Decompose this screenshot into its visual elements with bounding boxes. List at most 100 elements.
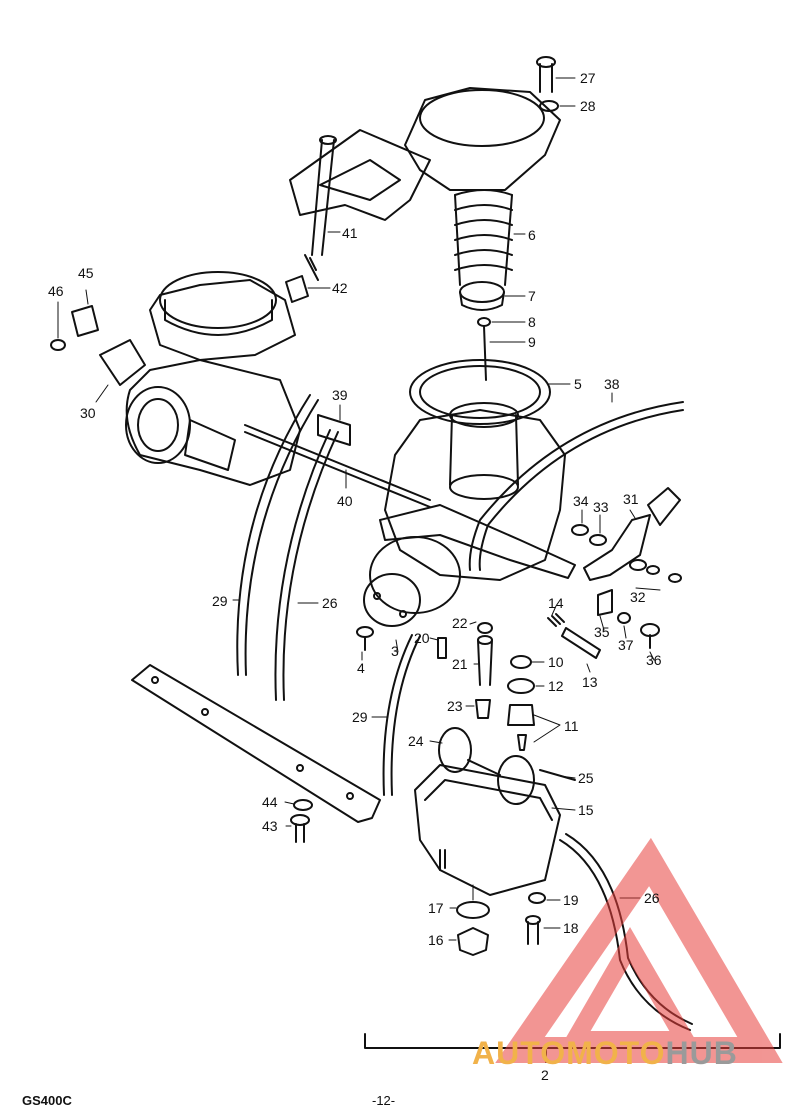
watermark-triangle-logo — [495, 837, 783, 1063]
screw-43 — [290, 814, 310, 843]
washer-10 — [510, 655, 532, 669]
callout-19: 19 — [563, 892, 579, 908]
throttle-shaft-41 — [304, 135, 337, 281]
callout-4: 4 — [357, 660, 365, 676]
spring-6 — [454, 189, 513, 286]
watermark-hub: HUB — [665, 1035, 738, 1071]
watermark-wordmark: AUTOMOTOHUB — [472, 1035, 792, 1085]
callout-26-right: 26 — [644, 890, 660, 906]
screw-13 — [561, 627, 601, 659]
callout-10: 10 — [548, 654, 564, 670]
screw-46 — [50, 339, 66, 351]
watermark-moto: MOTO — [566, 1035, 666, 1071]
right-carburetor-body — [363, 402, 576, 627]
callout-39: 39 — [332, 387, 348, 403]
callout-5: 5 — [574, 376, 582, 392]
bracket-45 — [71, 305, 99, 337]
callout-12: 12 — [548, 678, 564, 694]
left-carburetor-body — [99, 339, 301, 486]
jet-needle-9 — [483, 325, 487, 381]
screw-18 — [525, 915, 541, 945]
callout-7: 7 — [528, 288, 536, 304]
nut-42 — [285, 275, 309, 303]
callout-14: 14 — [548, 595, 564, 611]
top-bracket-plate — [289, 129, 431, 221]
left-carburetor-top-cap — [149, 271, 296, 361]
callout-labels: 27 28 41 6 45 46 42 7 8 9 5 38 30 39 40 … — [48, 70, 662, 1083]
callout-36: 36 — [646, 652, 662, 668]
screw-4 — [356, 626, 374, 651]
tube-29-left — [236, 394, 319, 676]
washer-44 — [293, 799, 313, 811]
o-ring-12 — [507, 678, 535, 694]
callout-29-center: 29 — [352, 709, 368, 725]
callout-22: 22 — [452, 615, 468, 631]
callout-25: 25 — [578, 770, 594, 786]
callout-26-left: 26 — [322, 595, 338, 611]
callout-29-left: 29 — [212, 593, 228, 609]
main-jet-11 — [507, 704, 535, 751]
tube-38 — [468, 401, 684, 571]
callout-23: 23 — [447, 698, 463, 714]
callout-21: 21 — [452, 656, 468, 672]
top-cap-right — [404, 87, 561, 191]
bracket-35 — [597, 589, 613, 616]
callout-44: 44 — [262, 794, 278, 810]
washer-37 — [617, 612, 631, 624]
tube-29-center — [382, 634, 421, 796]
pilot-jet-23 — [475, 699, 491, 719]
callout-3: 3 — [391, 643, 399, 659]
callout-37: 37 — [618, 637, 634, 653]
needle-clip-8 — [477, 317, 491, 327]
callout-24: 24 — [408, 733, 424, 749]
float-24 — [438, 727, 535, 805]
callout-16: 16 — [428, 932, 444, 948]
callout-45: 45 — [78, 265, 94, 281]
fitting-39 — [317, 414, 351, 446]
callout-46: 46 — [48, 283, 64, 299]
callout-30: 30 — [80, 405, 96, 421]
callout-11: 11 — [564, 718, 579, 734]
callout-2: 2 — [541, 1067, 549, 1083]
callout-34: 34 — [573, 493, 589, 509]
float-bowl-15 — [414, 764, 561, 896]
diaphragm-5 — [409, 359, 551, 425]
screw-27 — [536, 56, 556, 93]
callout-8: 8 — [528, 314, 536, 330]
callout-31: 31 — [623, 491, 639, 507]
callout-43: 43 — [262, 818, 278, 834]
pin-25 — [539, 769, 576, 781]
tube-26-left — [274, 429, 339, 701]
callout-32: 32 — [630, 589, 646, 605]
watermark-auto: AUTO — [472, 1035, 567, 1071]
connecting-shaft-40 — [244, 424, 431, 508]
mounting-plate — [131, 664, 381, 823]
callout-38: 38 — [604, 376, 620, 392]
callout-15: 15 — [578, 802, 594, 818]
screw-36 — [640, 623, 660, 649]
callout-17: 17 — [428, 900, 444, 916]
callout-41: 41 — [342, 225, 358, 241]
callout-27: 27 — [580, 70, 596, 86]
washer-19 — [528, 892, 546, 904]
piston-seat-7 — [459, 281, 505, 311]
jet-20 — [437, 637, 447, 659]
callout-42: 42 — [332, 280, 348, 296]
washer-34 — [571, 524, 589, 536]
spring-14 — [547, 613, 565, 627]
callout-40: 40 — [337, 493, 353, 509]
model-code: GS400C — [22, 1093, 72, 1108]
leader-lines — [57, 77, 661, 941]
page-number: -12- — [372, 1093, 396, 1108]
lever-31 — [583, 487, 681, 581]
callout-13: 13 — [582, 674, 598, 690]
callout-35: 35 — [594, 624, 610, 640]
drain-plug-16 — [457, 927, 489, 956]
washer-33 — [589, 534, 607, 546]
callout-6: 6 — [528, 227, 536, 243]
washer-32 — [629, 559, 682, 583]
o-ring-17 — [456, 901, 490, 919]
callout-20: 20 — [414, 630, 430, 646]
callout-9: 9 — [528, 334, 536, 350]
